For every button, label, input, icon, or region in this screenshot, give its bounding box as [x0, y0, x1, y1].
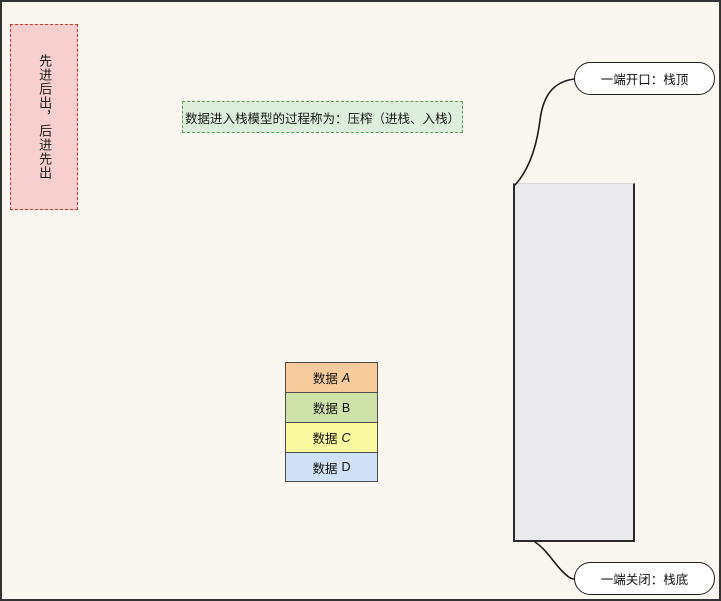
data-cell-b: 数据 B	[285, 392, 378, 422]
stack-container-shape	[513, 183, 635, 542]
data-cell-c-letter: C	[341, 430, 351, 445]
callout-stack-top-text: 一端开口：栈顶	[600, 73, 689, 87]
push-operation-info-text: 数据进入栈模型的过程称为：压榨（进栈、入栈）	[184, 111, 460, 126]
callout-stack-top: 一端开口：栈顶	[574, 62, 715, 95]
lifo-note-box: 先进后出，后进先出	[10, 24, 78, 210]
connector-top-curve	[514, 78, 575, 186]
data-cell-d-letter: D	[341, 460, 351, 474]
data-cell-a-letter: A	[341, 370, 351, 385]
data-cell-b-letter: B	[341, 400, 351, 415]
callout-stack-bottom: 一端关闭：栈底	[574, 562, 715, 595]
connector-bottom-curve	[534, 541, 575, 580]
data-cell-c: 数据 C	[285, 422, 378, 452]
data-cell-b-label: 数据	[312, 402, 338, 416]
data-cell-d: 数据 D	[285, 452, 378, 482]
data-element-stack: 数据 A 数据 B 数据 C 数据 D	[285, 362, 378, 482]
callout-stack-bottom-text: 一端关闭：栈底	[600, 573, 689, 587]
data-cell-d-label: 数据	[312, 461, 338, 476]
data-cell-c-label: 数据	[312, 432, 338, 446]
lifo-note-text: 先进后出，后进先出	[37, 54, 53, 180]
push-operation-info-box: 数据进入栈模型的过程称为：压榨（进栈、入栈）	[182, 101, 463, 133]
data-cell-a-label: 数据	[312, 372, 338, 386]
data-cell-a: 数据 A	[285, 362, 378, 392]
